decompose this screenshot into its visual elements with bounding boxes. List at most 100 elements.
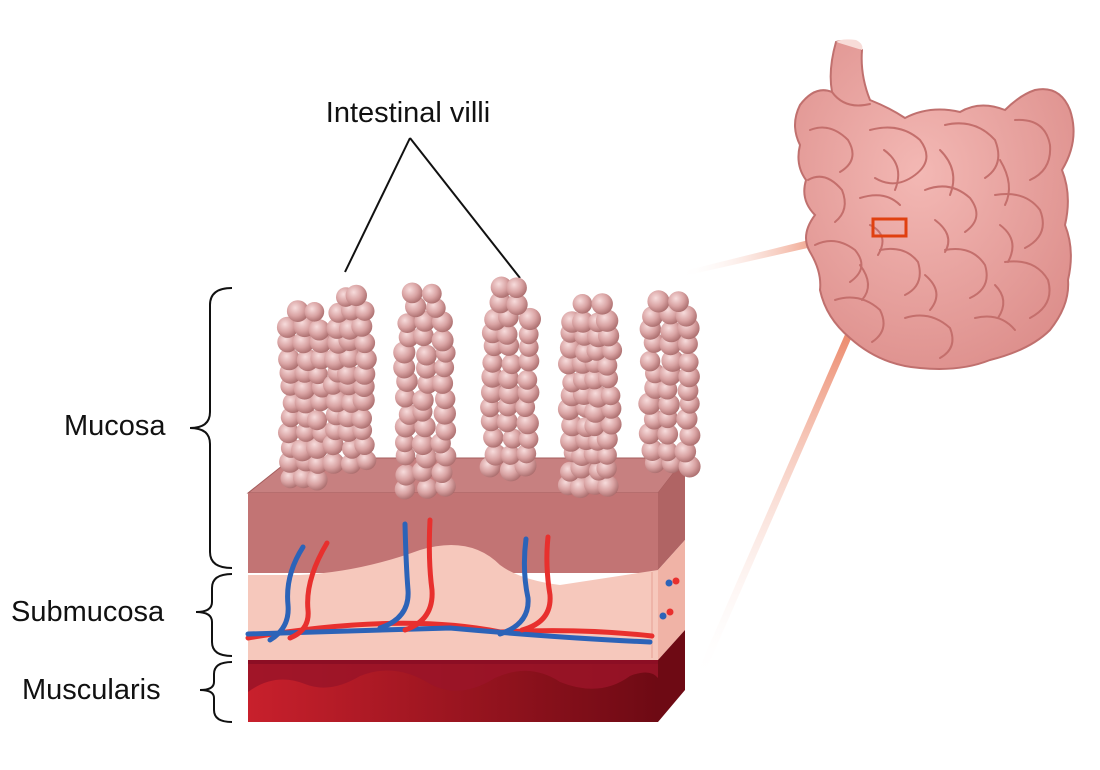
villus-cell <box>414 415 436 438</box>
villus-cell <box>518 350 540 372</box>
villus-cell <box>496 411 518 433</box>
villus-cell <box>434 357 455 378</box>
villus-cell <box>506 293 528 316</box>
villus-cell <box>678 365 700 388</box>
villus-cell <box>597 475 619 497</box>
artery-cross-section-2 <box>666 608 674 616</box>
villus <box>393 282 457 500</box>
villus-cell <box>502 428 523 449</box>
villus-cell <box>356 450 377 471</box>
villus-cell <box>597 445 617 465</box>
blood-vessels <box>245 517 655 645</box>
villus-cell <box>676 408 698 430</box>
villus-cell <box>431 329 454 352</box>
villus-cell <box>355 348 377 370</box>
muscularis-layer <box>248 630 685 722</box>
muscularis-label: Muscularis <box>22 674 161 706</box>
villus-cell <box>678 352 699 373</box>
villus-cell <box>306 410 328 431</box>
villus-cell <box>417 373 439 394</box>
villus-cell <box>658 393 680 416</box>
villus-cell <box>322 452 345 474</box>
villus-cell <box>484 443 507 466</box>
villus-cell <box>516 411 539 435</box>
villus-cell <box>395 464 417 486</box>
muscularis-bracket <box>199 661 233 723</box>
villus-cell <box>481 365 504 388</box>
villus-cell <box>668 291 689 312</box>
villus-cell <box>293 378 316 400</box>
villus-cell <box>657 441 678 462</box>
villus-cell <box>351 407 372 429</box>
villus-cell <box>516 443 537 464</box>
villus-cell <box>517 369 538 390</box>
villus-cell <box>416 344 437 366</box>
villus-cell <box>500 445 521 465</box>
villus-cell <box>417 478 438 499</box>
villus-cell <box>660 320 683 343</box>
villus-cell <box>674 440 697 463</box>
villus-cell <box>433 402 456 425</box>
villus-cell <box>395 387 416 408</box>
villus-cell <box>435 419 457 441</box>
villus-cell <box>482 352 503 373</box>
villus-cell <box>308 319 330 341</box>
villus-cell <box>345 284 367 307</box>
villus-cell <box>307 453 328 474</box>
villus <box>322 284 377 474</box>
villus-cell <box>596 355 618 376</box>
villus-cell <box>506 277 527 299</box>
villus-cell <box>501 353 522 375</box>
villus-cell <box>641 439 664 462</box>
vein-cross-section-1 <box>665 579 673 587</box>
villus-cell <box>435 388 456 410</box>
submucosa-label: Submucosa <box>11 596 165 628</box>
zoom-callout-box <box>871 217 908 238</box>
villus-cell <box>591 293 613 315</box>
villus-cell <box>292 331 315 354</box>
villus-cell <box>518 429 539 449</box>
villus-cell <box>431 372 454 394</box>
villus-cell <box>304 302 325 322</box>
villus <box>638 290 701 478</box>
mucosa-bracket <box>189 287 233 569</box>
villus-cell <box>677 334 698 354</box>
submucosa-bracket <box>195 573 233 657</box>
villus-cell <box>518 307 542 331</box>
villus-cell <box>572 294 593 314</box>
villus-cell <box>421 283 442 304</box>
villus-cell <box>411 433 434 456</box>
villus-cell <box>481 381 503 404</box>
villus-cell <box>496 324 518 345</box>
villus-cell <box>401 282 423 304</box>
villus-cell <box>490 276 513 298</box>
villus-cell <box>572 311 594 333</box>
villi-pointer-lines <box>344 137 521 279</box>
small-intestine-illustration <box>794 39 1075 370</box>
villus-cell <box>277 331 298 353</box>
villus-cell <box>657 423 679 445</box>
villus-cell <box>397 313 418 334</box>
villus-cell <box>354 332 376 354</box>
villus-cell <box>489 291 512 314</box>
villus-cell <box>431 462 453 483</box>
villus-cell <box>600 385 621 406</box>
villus-cell <box>278 422 300 444</box>
intestinal-villi <box>276 276 701 500</box>
villus-cell <box>340 453 362 474</box>
villus-cell <box>286 300 309 322</box>
villus-cell <box>595 309 619 332</box>
villus-cell <box>354 434 375 455</box>
villus-cell <box>395 432 415 453</box>
villus-cell <box>351 315 373 337</box>
villi-label: Intestinal villi <box>326 97 490 129</box>
villus-cell <box>354 301 375 321</box>
villus <box>479 276 542 482</box>
villus-cell <box>337 363 359 385</box>
artery-cross-section-1 <box>672 577 680 585</box>
villus-cell <box>412 389 434 411</box>
villus-cell <box>276 316 299 338</box>
vein-cross-section-2 <box>659 612 667 620</box>
villus-cell <box>679 424 701 446</box>
